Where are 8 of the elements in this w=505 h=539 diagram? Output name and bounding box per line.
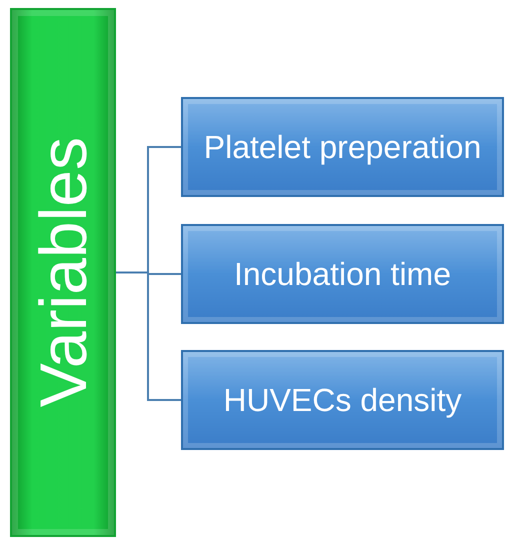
category-label: Variables [30,137,96,408]
variable-box [181,97,504,197]
variable-box [181,350,504,450]
variable-box [181,224,504,324]
variable-label: HUVECs density [223,382,462,418]
variable-label: Incubation time [234,256,451,292]
category-bar [10,8,116,537]
variable-label: Platelet preperation [204,128,482,166]
